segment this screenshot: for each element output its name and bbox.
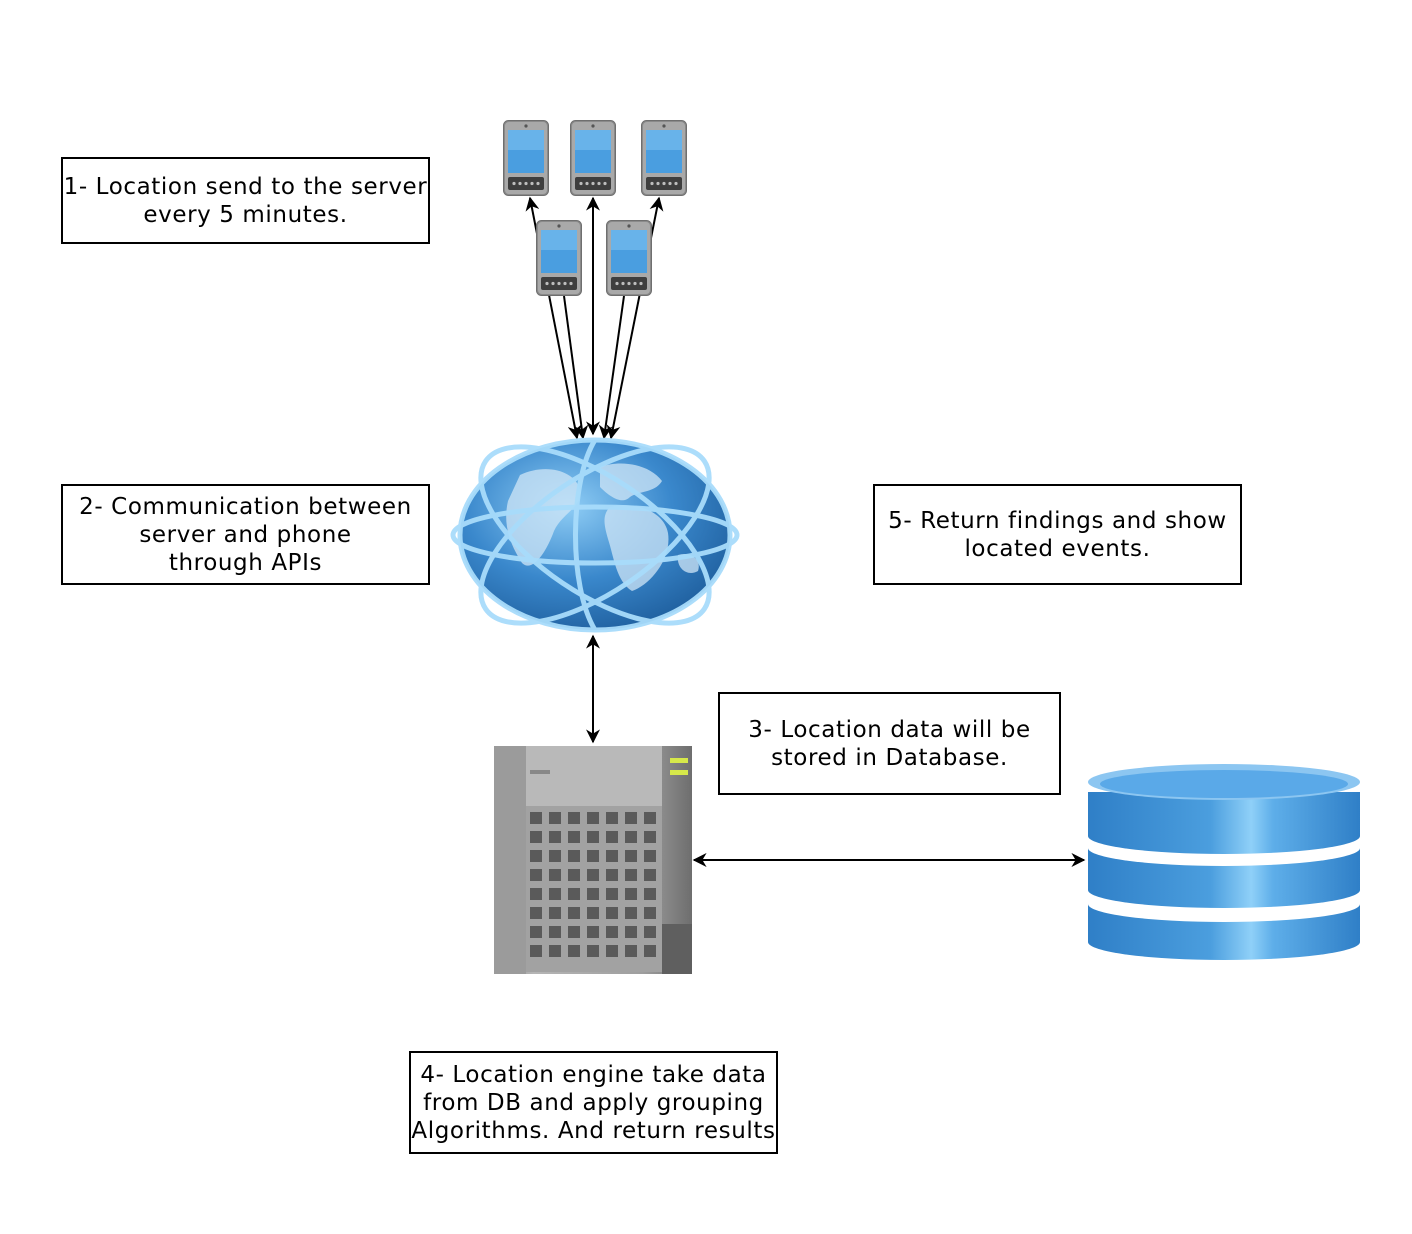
note-step-1: 1- Location send to the server every 5 m… <box>61 157 430 244</box>
note-step-3-text: 3- Location data will be stored in Datab… <box>748 716 1031 771</box>
phone-icon <box>606 220 652 296</box>
phone-globe-link <box>563 295 589 440</box>
server-icon <box>494 746 692 976</box>
phone-icon <box>503 120 549 196</box>
note-step-4: 4- Location engine take data from DB and… <box>409 1051 778 1154</box>
note-step-1-text: 1- Location send to the server every 5 m… <box>63 173 428 228</box>
note-step-5-text: 5- Return findings and show located even… <box>888 507 1227 562</box>
note-step-3: 3- Location data will be stored in Datab… <box>718 692 1061 795</box>
database-icon <box>1088 762 1360 962</box>
note-step-5: 5- Return findings and show located even… <box>873 484 1242 585</box>
phone-globe-link <box>598 295 625 440</box>
note-step-4-text: 4- Location engine take data from DB and… <box>411 1061 776 1144</box>
note-step-2-text: 2- Communication between server and phon… <box>79 493 412 576</box>
note-step-2: 2- Communication between server and phon… <box>61 484 430 585</box>
globe-icon <box>450 435 740 635</box>
phone-icon <box>570 120 616 196</box>
phone-icon <box>641 120 687 196</box>
phone-icon <box>536 220 582 296</box>
